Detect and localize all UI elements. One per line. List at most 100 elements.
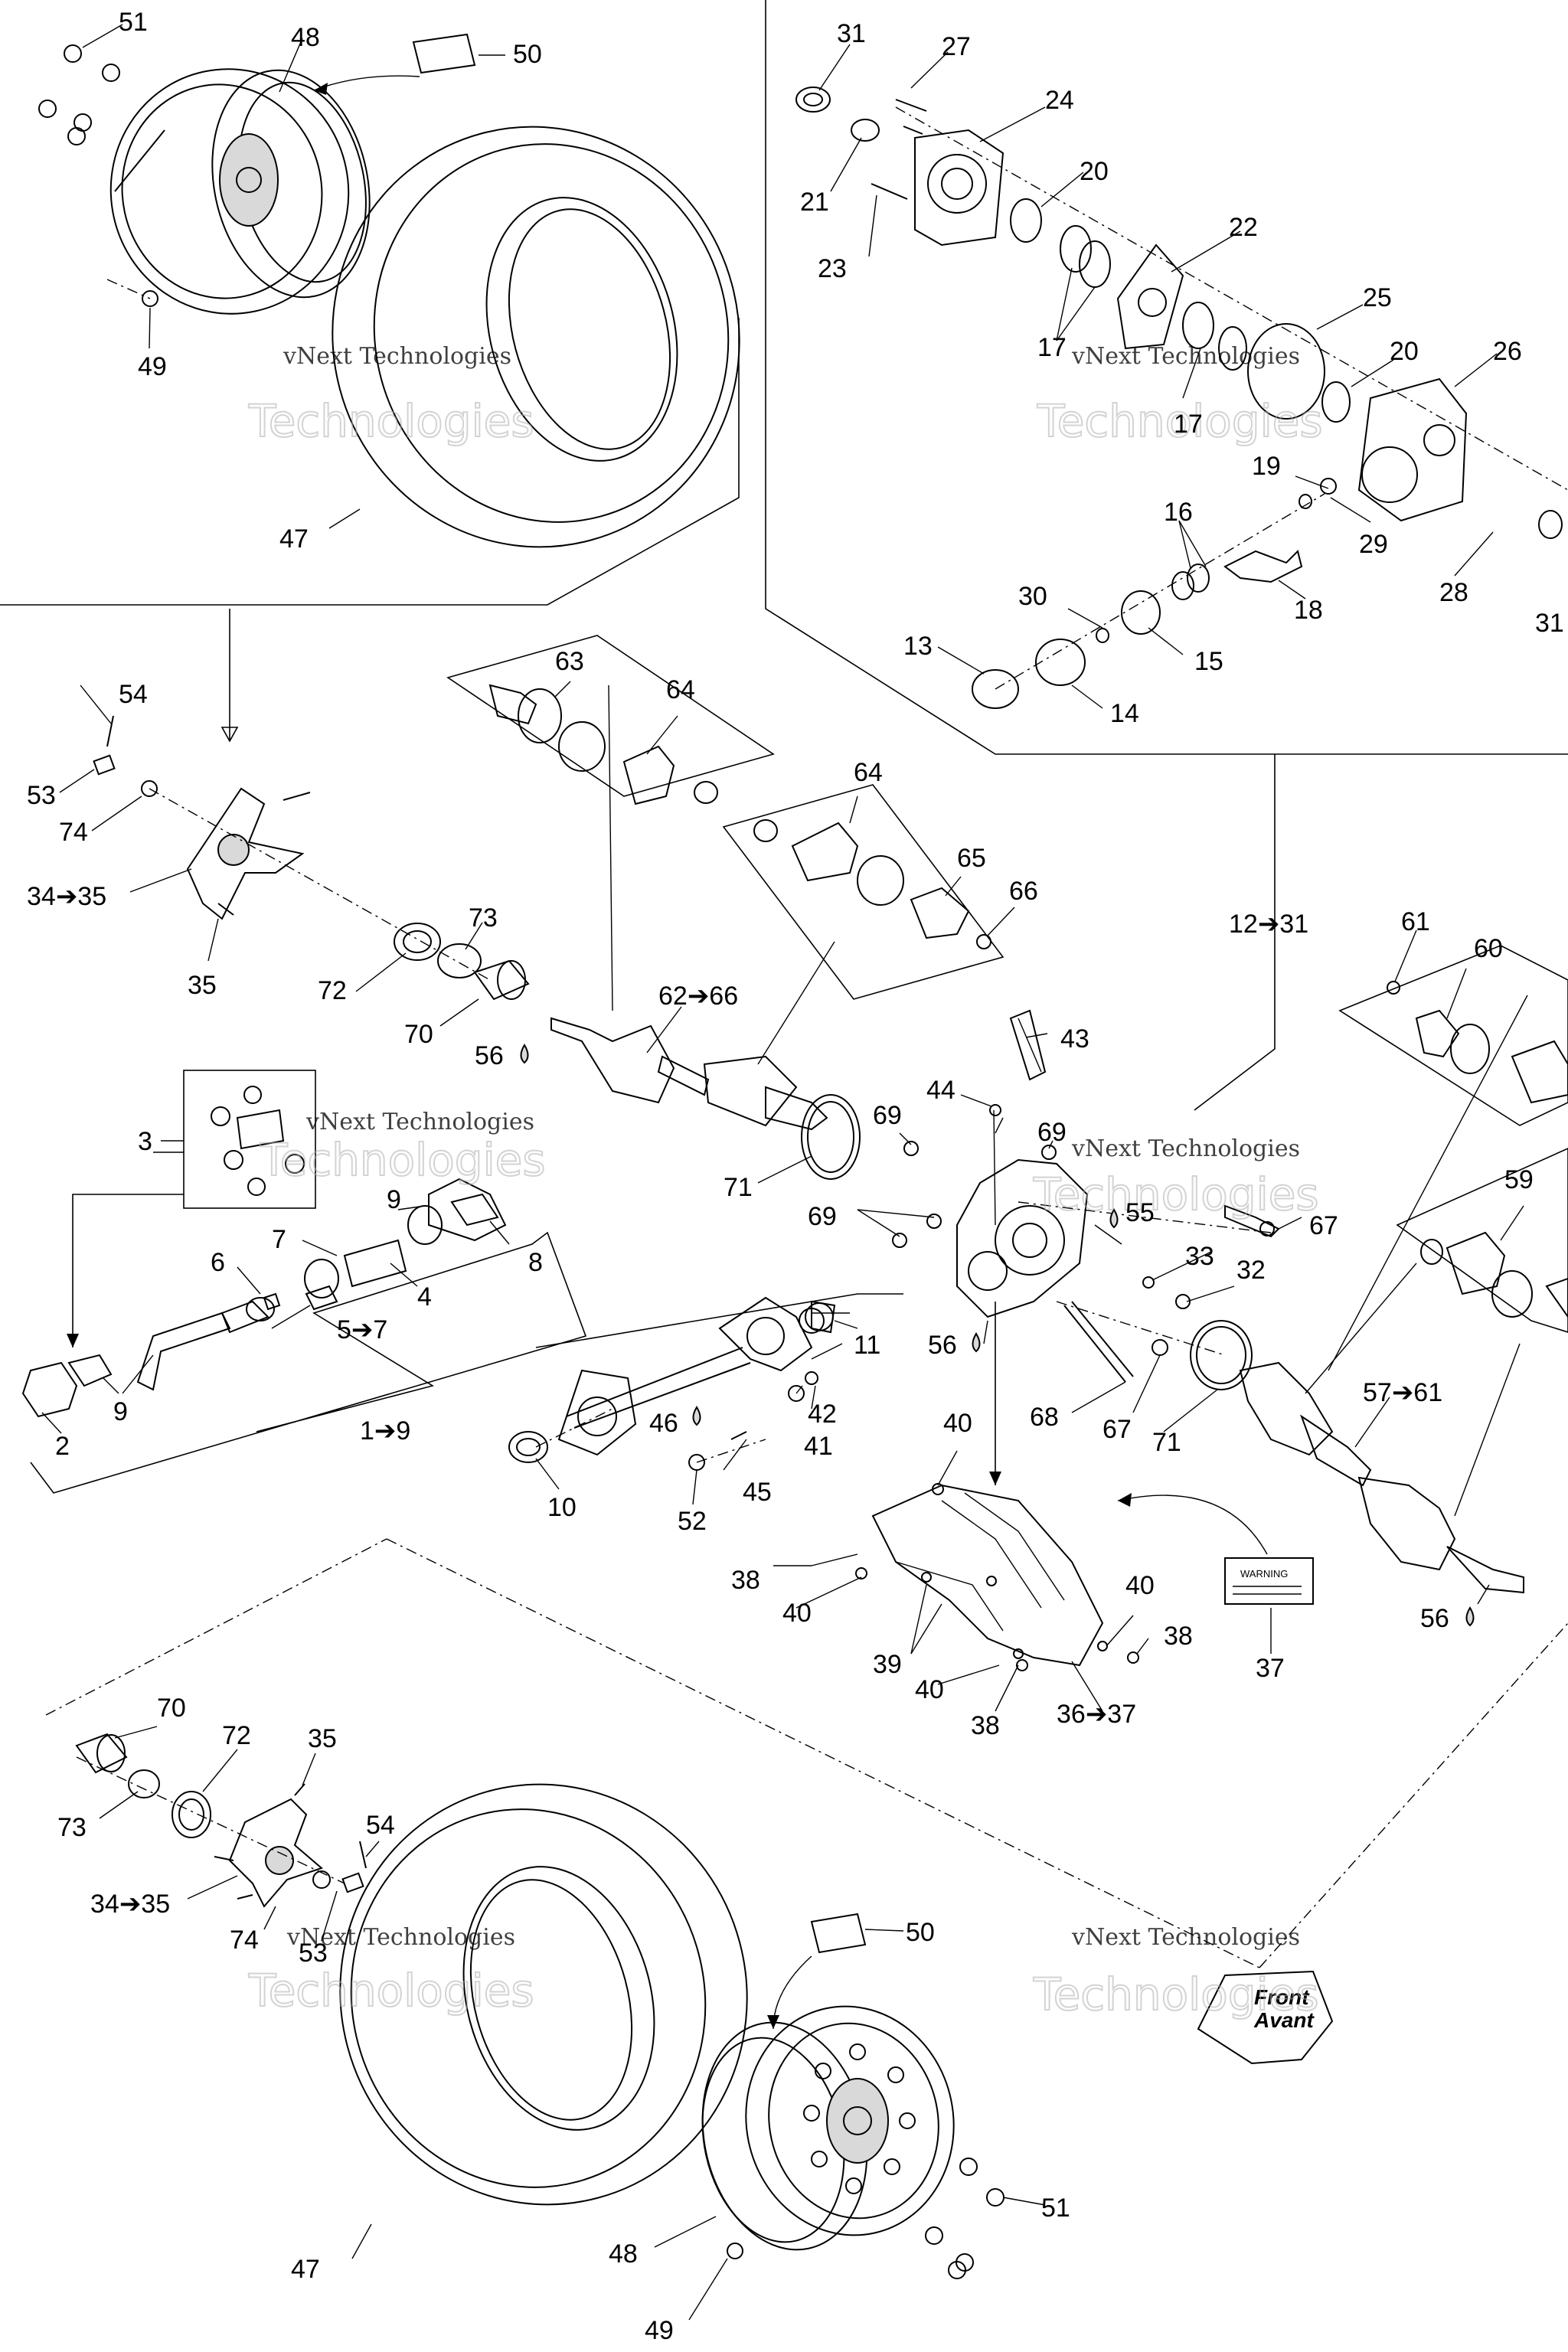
callout-69: 69 <box>1037 1118 1067 1147</box>
callout-2: 2 <box>55 1432 70 1461</box>
callout-10: 10 <box>547 1493 577 1522</box>
watermark-text: vNext Technologies <box>1071 1924 1300 1951</box>
callout-74: 74 <box>59 818 88 847</box>
hub-assembly-bottom <box>45 1538 1568 1968</box>
callout-34-35: 34➔35 <box>90 1890 170 1919</box>
callout-51: 51 <box>119 8 148 37</box>
ring-gear-22 <box>1116 243 1184 350</box>
section-frames <box>0 0 1568 1111</box>
callout-73: 73 <box>57 1813 87 1842</box>
callout-27: 27 <box>942 32 971 61</box>
callout-40: 40 <box>1125 1571 1155 1600</box>
diff-housing-center <box>956 1158 1089 1318</box>
callout-32: 32 <box>1236 1256 1266 1285</box>
callout-9: 9 <box>113 1397 128 1426</box>
callout-42: 42 <box>808 1400 837 1429</box>
callout-1-9: 1➔9 <box>360 1416 410 1446</box>
callout-20: 20 <box>1080 157 1109 186</box>
callout-36-37: 36➔37 <box>1057 1700 1136 1729</box>
callout-35: 35 <box>308 1724 337 1753</box>
callout-31: 31 <box>837 19 866 48</box>
front-direction-badge: Front Avant <box>1197 1970 1334 2065</box>
callout-20: 20 <box>1390 337 1419 366</box>
callout-54: 54 <box>366 1811 395 1840</box>
callout-56: 56 <box>1420 1604 1449 1633</box>
propeller-shaft-assembly <box>21 1070 587 1494</box>
lug-nuts-51-top <box>38 44 120 145</box>
callout-29: 29 <box>1359 530 1388 559</box>
bearing-70-bottom <box>75 1733 128 1774</box>
callout-69: 69 <box>808 1202 837 1231</box>
callout-22: 22 <box>1229 213 1258 242</box>
callout-54: 54 <box>119 680 148 709</box>
callout-50: 50 <box>906 1918 935 1947</box>
callout-60: 60 <box>1474 934 1503 963</box>
callout-64: 64 <box>854 758 883 787</box>
callout-56: 56 <box>928 1331 957 1360</box>
pinion-18 <box>1223 550 1303 583</box>
callout-9: 9 <box>387 1185 401 1214</box>
rear-wheel-assembly-top <box>38 24 740 548</box>
callout-16: 16 <box>1164 498 1193 527</box>
callout-38: 38 <box>731 1566 760 1595</box>
callout-57-61: 57➔61 <box>1363 1378 1442 1407</box>
callout-72: 72 <box>222 1721 251 1750</box>
tag-50-bottom <box>810 1913 867 1954</box>
housing-26 <box>1357 377 1468 522</box>
callout-48: 48 <box>609 2239 638 2269</box>
oil-drop-56c-icon <box>1465 1606 1475 1627</box>
front-label: Front <box>1254 1985 1310 2009</box>
callout-72: 72 <box>318 976 347 1005</box>
ring-71-top <box>801 1094 861 1180</box>
callout-61: 61 <box>1401 907 1430 936</box>
oil-drop-46-icon <box>692 1406 701 1426</box>
lug-nuts-51-bottom <box>925 2158 1004 2279</box>
callout-56: 56 <box>475 1041 504 1070</box>
callout-70: 70 <box>404 1020 433 1049</box>
callout-labels: 51 48 50 49 47 31 27 24 21 20 2 3 22 17 1… <box>27 8 1564 2345</box>
callout-45: 45 <box>743 1478 772 1507</box>
callout-59: 59 <box>1504 1165 1534 1194</box>
callout-66: 66 <box>1009 877 1038 906</box>
callout-53: 53 <box>299 1939 328 1968</box>
callout-41: 41 <box>804 1432 833 1461</box>
callout-62-66: 62➔66 <box>658 982 738 1011</box>
callout-17: 17 <box>1037 333 1067 362</box>
watermark-text: vNext Technologies <box>283 343 511 370</box>
callout-64: 64 <box>666 675 695 704</box>
seal-72-top <box>394 923 441 961</box>
callout-63: 63 <box>555 647 584 676</box>
watermark-text: vNext Technologies <box>1071 343 1300 370</box>
callout-19: 19 <box>1252 452 1281 481</box>
callout-49: 49 <box>645 2316 674 2345</box>
callout-46: 46 <box>649 1409 678 1438</box>
callout-48: 48 <box>291 23 320 52</box>
watermark-outline: Technologies <box>248 395 534 447</box>
bellows-43 <box>1009 1009 1047 1081</box>
callout-24: 24 <box>1045 86 1074 115</box>
callout-73: 73 <box>469 903 498 933</box>
driveshaft-62-66 <box>446 635 1015 1184</box>
callout-17: 17 <box>1174 410 1203 439</box>
callout-53: 53 <box>27 781 56 810</box>
callout-50: 50 <box>513 40 542 69</box>
hub-34-top <box>186 787 305 920</box>
oil-drop-icon <box>520 1044 529 1064</box>
callout-8: 8 <box>528 1248 543 1277</box>
avant-label: Avant <box>1253 2008 1315 2032</box>
callout-21: 21 <box>800 188 829 217</box>
differential-assembly <box>795 44 1568 709</box>
watermark-text: vNext Technologies <box>1071 1135 1300 1162</box>
callout-43: 43 <box>1060 1024 1089 1054</box>
callout-68: 68 <box>1030 1403 1059 1432</box>
callout-38: 38 <box>1164 1622 1193 1651</box>
skid-plate-assembly: WARNING <box>773 1450 1314 1712</box>
callout-71: 71 <box>1152 1428 1181 1457</box>
callout-47: 47 <box>279 524 309 554</box>
callout-55: 55 <box>1125 1198 1155 1227</box>
callout-3: 3 <box>138 1127 152 1156</box>
front-differential-center <box>857 1009 1302 1485</box>
callout-13: 13 <box>903 632 933 661</box>
callout-52: 52 <box>678 1507 707 1536</box>
callout-69: 69 <box>873 1101 902 1130</box>
